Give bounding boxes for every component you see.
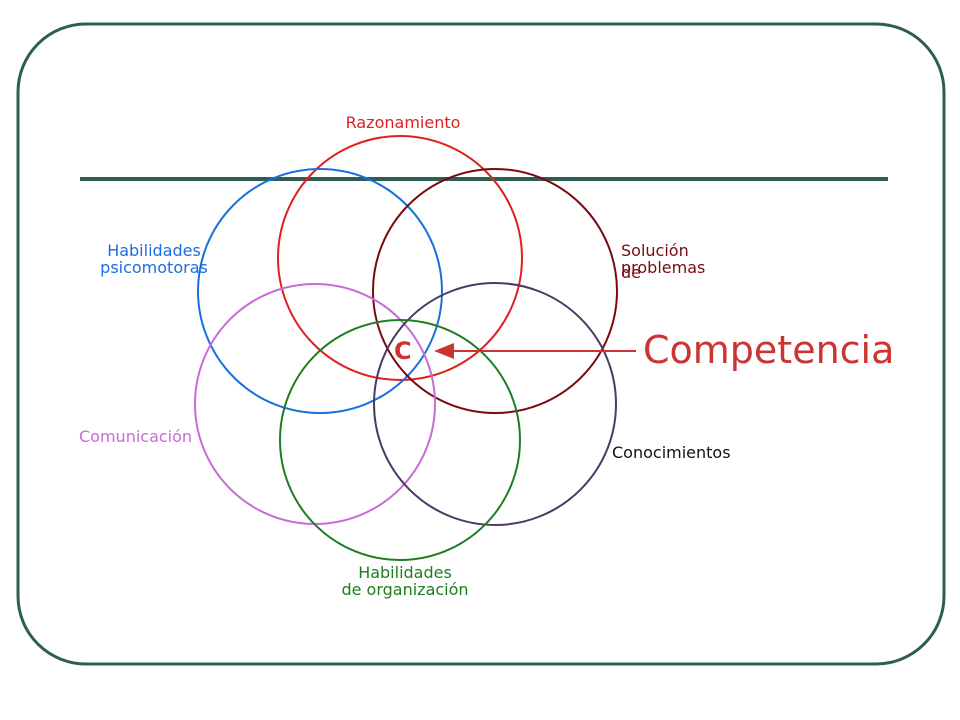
label-comunicacion: Comunicación xyxy=(79,428,192,445)
label-habilidades-organizacion: Habilidades de organización xyxy=(325,564,485,598)
label-solucion-line3: problemas xyxy=(621,258,706,277)
label-solucion-line2: de xyxy=(621,263,641,282)
label-habilidades-psicomotoras-line2: psicomotoras xyxy=(100,258,208,277)
label-comunicacion-text: Comunicación xyxy=(79,427,193,446)
label-solucion-line1: Solución xyxy=(621,241,689,260)
circle-solucion-problemas xyxy=(372,168,618,414)
slide-frame xyxy=(16,22,946,666)
label-conocimientos: Conocimientos xyxy=(612,444,731,461)
label-solucion-problemas: Solución de problemas xyxy=(621,242,731,282)
circle-conocimientos xyxy=(373,282,617,526)
label-habilidades-psicomotoras: Habilidades psicomotoras xyxy=(92,242,216,276)
label-habilidades-organizacion-line1: Habilidades xyxy=(358,563,452,582)
label-conocimientos-text: Conocimientos xyxy=(612,443,731,462)
circle-habilidades-organizacion xyxy=(279,319,521,561)
competencia-title: Competencia xyxy=(643,328,895,372)
circle-razonamiento xyxy=(277,135,523,381)
arrow-head xyxy=(434,343,454,359)
competencia-center-letter: C xyxy=(394,337,412,365)
circle-habilidades-psicomotoras xyxy=(197,168,443,414)
label-razonamiento-text: Razonamiento xyxy=(345,113,461,132)
label-habilidades-psicomotoras-line1: Habilidades xyxy=(107,241,201,260)
label-razonamiento: Razonamiento xyxy=(333,114,473,131)
label-habilidades-organizacion-line2: de organización xyxy=(341,580,469,599)
